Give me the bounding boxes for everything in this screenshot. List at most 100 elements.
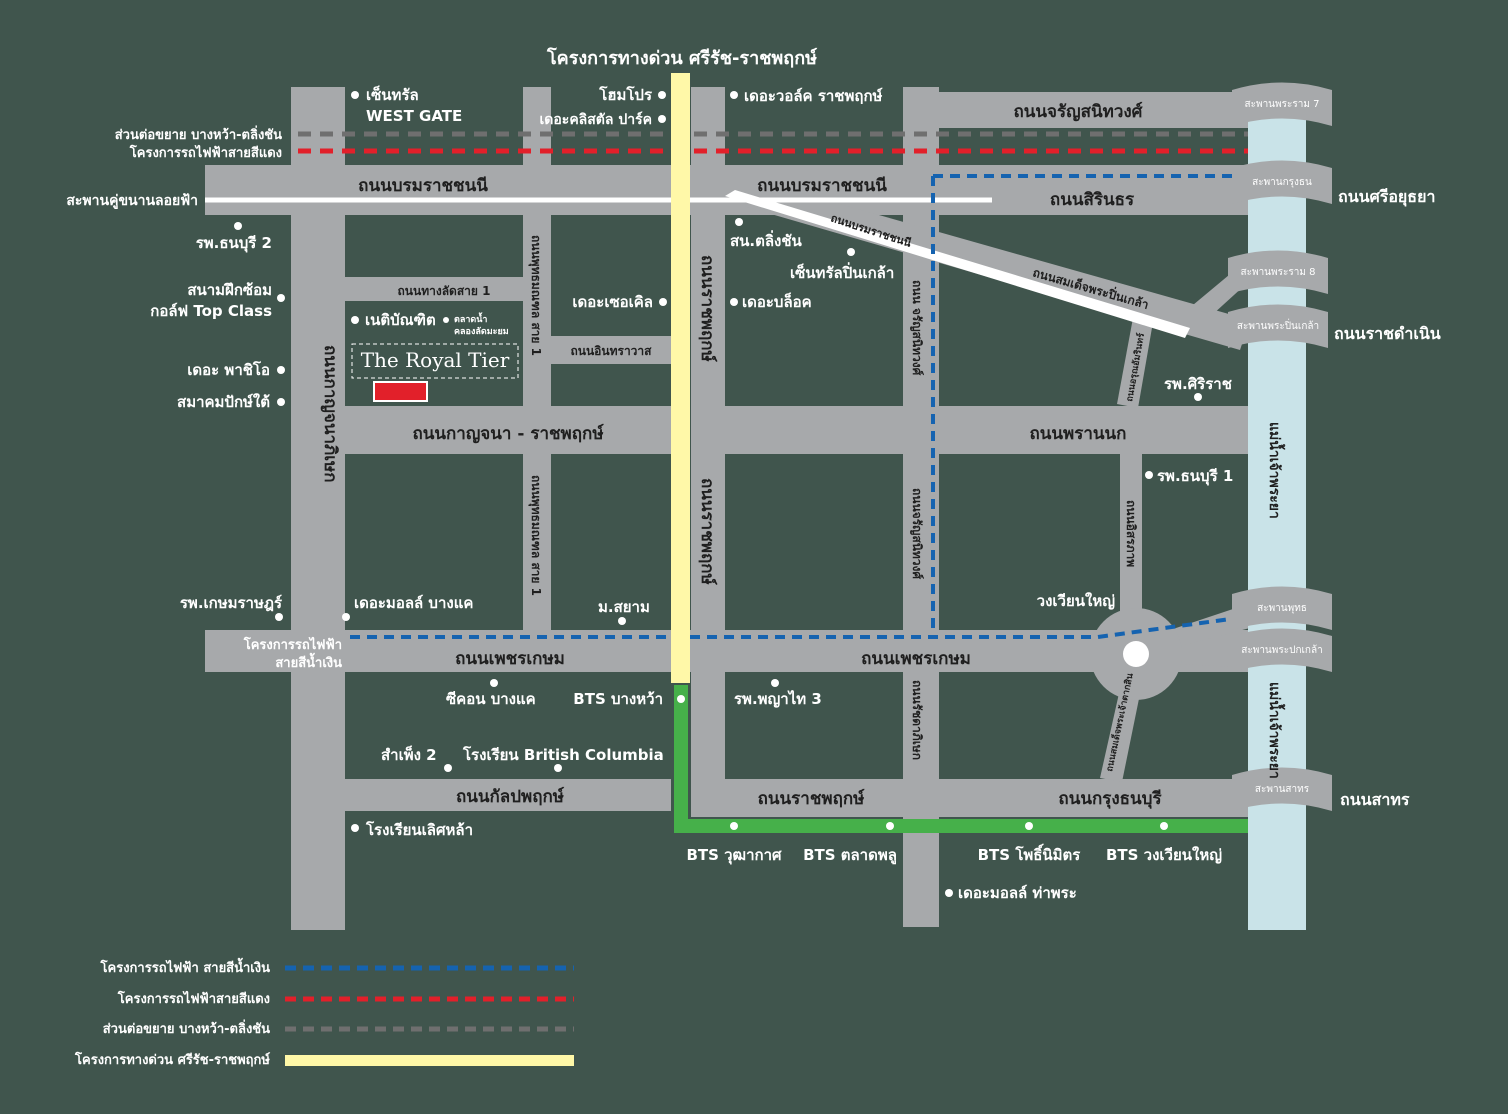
label-sathorn-road: ถนนสาทร [1340,790,1410,809]
road-phran-nok [725,406,1248,454]
dot-sampeng2 [444,764,452,772]
dot-homepro [658,91,666,99]
legend-label-grey: ส่วนต่อขยาย บางหว้า-ตลิ่งชัน [103,1019,270,1037]
road-somdet-pinklao [740,180,1250,350]
label-bridge-rama7: สะพานพระราม 7 [1245,99,1320,110]
dot-seacon [490,679,498,687]
label-sri-ayutthaya: ถนนศรีอยุธยา [1338,187,1435,207]
label-blue-line-2: สายสีน้ำเงิน [275,652,342,671]
legend-label-expressway: โครงการทางด่วน ศรีรัช-ราชพฤกษ์ [74,1051,270,1068]
label-borom-east: ถนนบรมราชชนนี [757,175,887,196]
dot-mall-bangkhae [342,613,350,621]
label-thonburi1: รพ.ธนบุรี 1 [1157,467,1233,486]
project-location-marker[interactable] [373,381,428,402]
label-seacon: ซีคอน บางแค [446,690,536,708]
road-to-phut-bridge [1170,605,1250,646]
legend-label-blue: โครงการรถไฟฟ้า สายสีน้ำเงิน [100,957,271,976]
label-ratchaphruek-upper: ถนนราชพฤกษ์ [697,255,718,362]
label-patio: เดอะ พาชิโอ [187,360,270,379]
bridge-sathorn [1232,767,1332,811]
label-sirindhorn: ถนนสิรินธร [1050,190,1135,210]
label-ratchaphruek-horizontal: ถนนราชพฤกษ์ [758,788,865,809]
label-charan-horizontal: ถนนจรัญสนิทวงศ์ [1014,101,1144,122]
legend: โครงการรถไฟฟ้า สายสีน้ำเงิน โครงการรถไฟฟ… [74,957,574,1068]
dot-phyathai3 [771,679,779,687]
label-castle: เดอะคลิสตัล ปาร์ค [540,111,652,128]
road-kanchana-vertical [291,87,345,930]
expressway-si-rat-ratchaphruek [671,73,690,683]
label-phet-kasem-west: ถนนเพชรเกษม [455,649,565,669]
label-river-upper: แม่น้ำเจ้าพระยา [1266,422,1286,519]
label-charan-vertical-upper: ถนน จรัญสนิทวงศ์ [910,280,924,376]
dot-the-walk [730,91,738,99]
label-bridge-krungthon: สะพานกรุงธน [1252,177,1312,188]
dot-bts-wongwian-yai [1160,822,1168,830]
label-bts-pho-nimit: BTS โพธิ์นิมิตร [978,843,1082,864]
dot-castle [658,115,666,123]
label-the-circle: เดอะเซอเคิล [572,293,653,311]
label-charan-vertical-lower: ถนนจรัญสนิทวงศ์ [910,488,924,579]
dot-lertlah [351,824,359,832]
label-floating-market-2: คลองลัดมะยม [454,326,509,337]
label-lertlah: โรงเรียนเลิศหล้า [365,820,473,839]
dot-taling-chan [735,218,743,226]
dot-nettipanit [351,316,359,324]
road-itsaraphap [1120,454,1142,616]
label-bts-bangwa: BTS บางหว้า [573,690,663,708]
label-kanlapaphruek: ถนนกัลปพฤกษ์ [456,786,564,807]
road-thang-lat [345,277,525,301]
label-phyathai3: รพ.พญาไท 3 [734,689,822,708]
dot-siriraj [1194,393,1202,401]
bridge-phut [1232,586,1332,630]
bridge-rama7 [1232,82,1332,126]
label-phutthamonthon-upper: ถนนพุทธมณฑล สาย 1 [528,235,543,356]
label-central-westgate-1: เซ็นทรัล [366,85,419,104]
label-phutthamonthon-lower: ถนนพุทธมณฑล สาย 1 [528,475,543,596]
label-bridge-phut: สะพานพุทธ [1257,603,1307,614]
road-ratchaphruek-krungthonburi [691,779,1248,817]
dot-central-pinklao [847,248,855,256]
label-river-lower: แม่น้ำเจ้าพระยา [1266,682,1286,779]
label-bridge-pinklao: สะพานพระปิ่นเกล้า [1237,318,1319,332]
label-nettipanit: เนติบัณฑิต [365,311,436,329]
label-golf-2: กอล์ฟ Top Class [150,302,272,320]
dot-thonburi1 [1145,471,1153,479]
label-bts-wongwian-yai: BTS วงเวียนใหญ่ [1106,846,1222,864]
dot-kasemrad [275,613,283,621]
label-floating-market-1: ตลาดน้ำ [454,312,487,325]
dot-bts-pho-nimit [1025,822,1033,830]
bridge-krungthon [1232,160,1332,204]
label-bird-assoc: สมาคมปักษ์ใต้ [177,393,270,411]
label-kanchana-ratchaphruek: ถนนกาญจนา - ราชพฤกษ์ [412,423,603,444]
label-bridge-pokklao: สะพานพระปกเกล้า [1241,644,1322,656]
label-borom-west: ถนนบรมราชชนนี [358,175,488,196]
road-inthrawat [551,336,671,364]
dot-bird-assoc [277,398,285,406]
label-krung-thonburi: ถนนกรุงธนบุรี [1058,788,1162,809]
label-homepro: โฮมโปร [598,85,653,104]
label-sampeng2: สำเพ็ง 2 [381,745,437,764]
label-thang-lat: ถนนทางลัดสาย 1 [398,284,491,298]
map-title: โครงการทางด่วน ศรีรัช-ราชพฤกษ์ [546,47,817,69]
label-thonburi2: รพ.ธนบุรี 2 [196,234,272,253]
label-siam-univ: ม.สยาม [598,598,650,616]
label-ratchaphruek-lower: ถนนราชพฤกษ์ [697,478,718,585]
dot-floating-market [443,317,449,323]
label-phran-nok: ถนนพรานนก [1030,424,1127,444]
project-box [351,343,519,379]
dot-central-westgate [351,91,359,99]
label-bts-talat-phlu: BTS ตลาดพลู [803,846,897,865]
label-taling-chan: สน.ตลิ่งชัน [730,230,803,250]
dot-the-circle [659,298,667,306]
road-arun-amarin [1117,318,1153,408]
dot-mall-thapra [945,889,953,897]
dot-patio [277,366,285,374]
label-ratchada-thaphra: ถนนรัชดาภิเษก [910,680,924,760]
label-blue-line-1: โครงการรถไฟฟ้า [243,636,342,653]
dot-bts-bangwa [677,695,685,703]
dot-golf [277,294,285,302]
label-central-westgate-2: WEST GATE [366,107,462,125]
road-charan-horizontal [903,92,1248,128]
label-parallel-bridge: สะพานคู่ขนานลอยฟ้า [66,193,198,209]
